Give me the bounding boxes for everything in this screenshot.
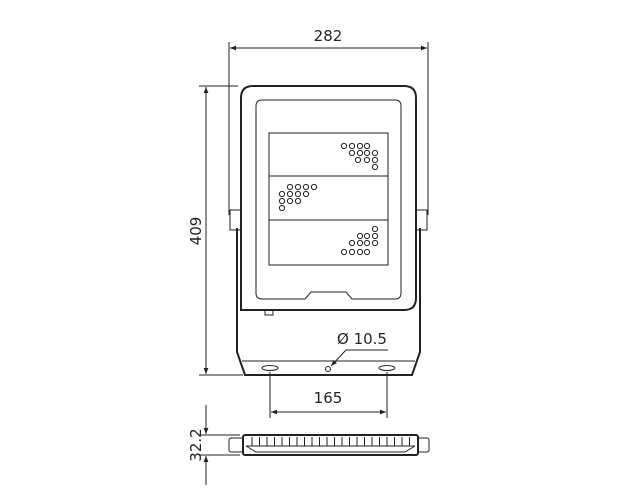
cable-gland (264, 309, 274, 316)
hole-diameter-label: Ø 10.5 (337, 330, 387, 348)
led-dot (363, 156, 371, 164)
mount-spacing-dimension: 165 (269, 372, 388, 418)
luminaire-side-view (228, 434, 430, 456)
led-dot (340, 142, 348, 150)
led-dot (356, 142, 364, 150)
led-dot (294, 183, 302, 191)
mounting-slot-right (378, 365, 396, 371)
hole-diameter-callout: Ø 10.5 (330, 330, 388, 367)
led-dot (286, 183, 294, 191)
inner-frame (255, 99, 402, 300)
mounting-slot-left (261, 365, 279, 371)
led-dot (371, 163, 379, 171)
bracket-tab-left (229, 209, 241, 231)
height-label: 409 (187, 217, 205, 246)
led-dot (310, 183, 318, 191)
led-dot (356, 239, 364, 247)
led-dot (371, 225, 379, 233)
led-dot (348, 142, 356, 150)
led-dot (340, 248, 348, 256)
luminaire-front-view (229, 85, 428, 376)
led-dot (363, 248, 371, 256)
led-dot (371, 239, 379, 247)
led-dot (348, 248, 356, 256)
width-dimension: 282 (228, 27, 429, 215)
led-dot (356, 232, 364, 240)
mount-spacing-label: 165 (314, 389, 343, 407)
depth-label: 32.2 (187, 428, 205, 461)
led-dot (286, 197, 294, 205)
led-panel-2 (268, 175, 389, 221)
led-dot (294, 190, 302, 198)
led-dot (278, 190, 286, 198)
height-dimension: 409 (187, 85, 243, 376)
led-arrays (278, 142, 379, 256)
led-dot (371, 156, 379, 164)
led-dot (354, 156, 362, 164)
led-dot (371, 232, 379, 240)
mounting-hole (325, 366, 331, 372)
led-dot (371, 149, 379, 157)
led-dot (356, 248, 364, 256)
led-panel-1 (268, 132, 389, 177)
led-dot (348, 239, 356, 247)
led-dot (302, 190, 310, 198)
led-dot (363, 232, 371, 240)
led-dot (363, 142, 371, 150)
led-dot (294, 197, 302, 205)
width-label: 282 (314, 27, 343, 45)
led-dot (356, 149, 364, 157)
led-dot (278, 204, 286, 212)
led-dot (286, 190, 294, 198)
housing-outline (240, 85, 417, 311)
led-dot (363, 149, 371, 157)
led-dot (363, 239, 371, 247)
bracket-tab-right (416, 209, 428, 231)
mounting-bracket (236, 228, 421, 376)
led-dot (348, 149, 356, 157)
led-dot (278, 197, 286, 205)
led-panel-3 (268, 219, 389, 266)
depth-dimension: 32.2 (187, 405, 240, 485)
led-dot (302, 183, 310, 191)
